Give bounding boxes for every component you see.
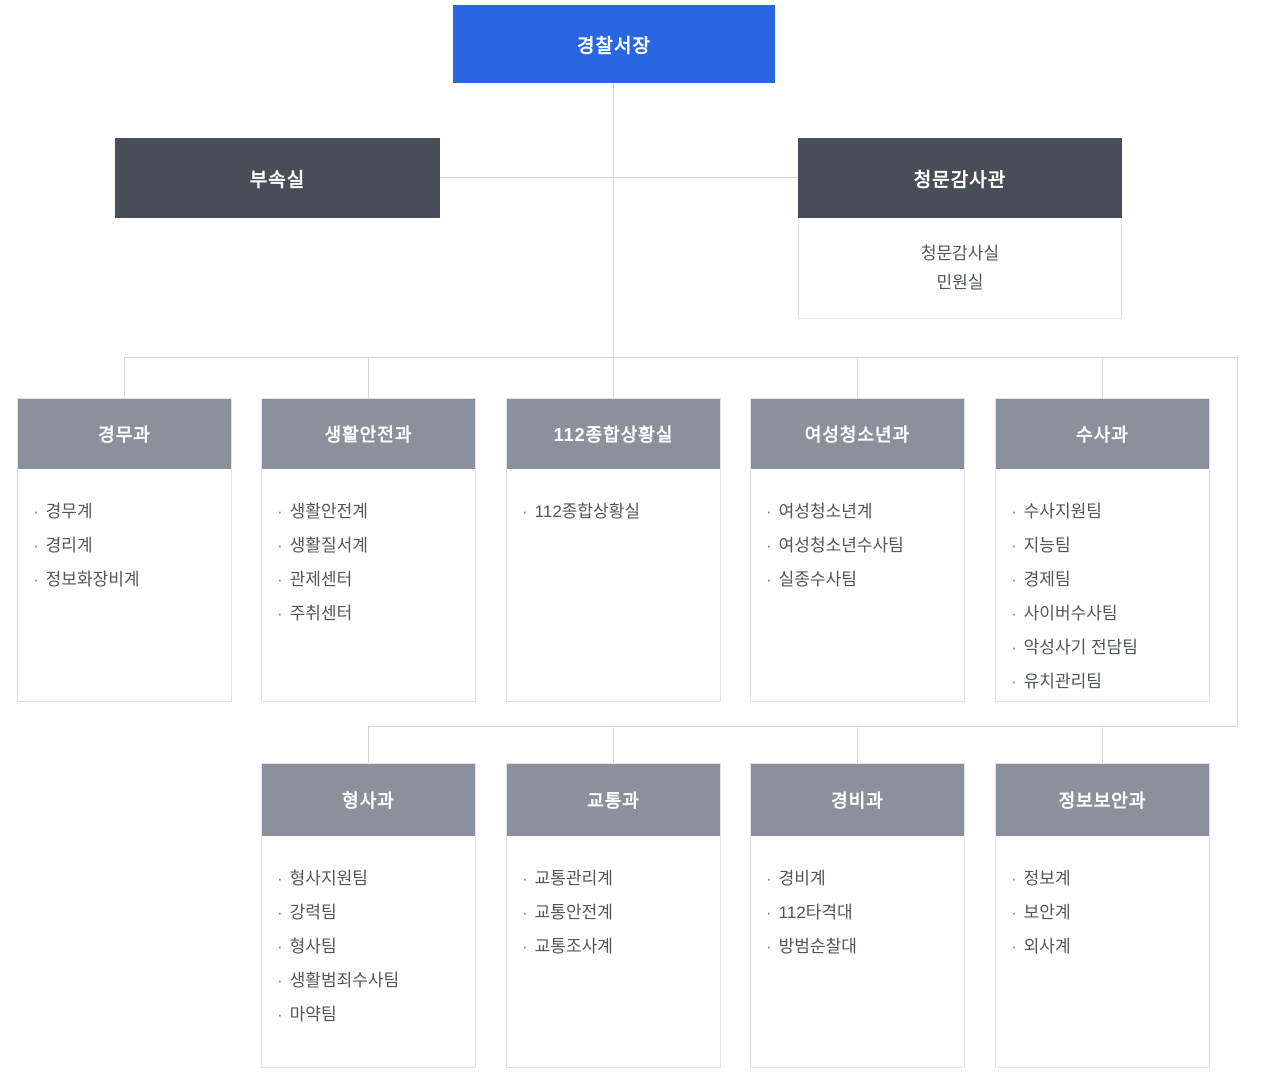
- dept-item: 외사계: [1011, 930, 1201, 964]
- connector-line: [857, 357, 858, 398]
- dept-box-life-safety: 생활안전과 생활안전계 생활질서계 관제센터 주취센터: [261, 398, 476, 702]
- dept-box-112-situation-room: 112종합상황실 112종합상황실: [506, 398, 721, 702]
- dept-item: 유치관리팀: [1011, 665, 1201, 699]
- dept-box-investigation: 수사과 수사지원팀 지능팀 경제팀 사이버수사팀 악성사기 전담팀 유치관리팀: [995, 398, 1210, 702]
- dept-box-security-guard: 경비과 경비계 112타격대 방범순찰대: [750, 763, 965, 1068]
- connector-line: [613, 726, 614, 763]
- dept-label: 수사과: [1076, 425, 1129, 445]
- dept-item: 112종합상황실: [522, 495, 712, 529]
- connector-line: [440, 177, 798, 178]
- dept-item: 경무계: [33, 495, 223, 529]
- connector-line: [368, 726, 1238, 727]
- dept-item: 교통관리계: [522, 862, 712, 896]
- dept-item-list: 112종합상황실: [507, 469, 720, 529]
- dept-label: 경무과: [98, 425, 151, 445]
- connector-line: [1102, 357, 1103, 398]
- dept-item: 사이버수사팀: [1011, 597, 1201, 631]
- dept-item: 수사지원팀: [1011, 495, 1201, 529]
- dept-item: 경리계: [33, 529, 223, 563]
- dept-header: 정보보안과: [996, 764, 1209, 836]
- dept-item: 관제센터: [277, 563, 467, 597]
- chief-box: 경찰서장: [453, 5, 775, 83]
- connector-line: [124, 357, 125, 398]
- dept-label: 정보보안과: [1058, 791, 1147, 811]
- dept-header: 112종합상황실: [507, 399, 720, 469]
- audit-box: 청문감사관 청문감사실 민원실: [798, 138, 1122, 319]
- dept-item: 생활안전계: [277, 495, 467, 529]
- connector-line: [124, 357, 1238, 358]
- connector-line: [1237, 357, 1238, 727]
- connector-line: [368, 357, 369, 398]
- dept-item: 112타격대: [766, 896, 956, 930]
- dept-header: 교통과: [507, 764, 720, 836]
- dept-item: 정보계: [1011, 862, 1201, 896]
- audit-sub-item: 청문감사실: [920, 244, 1000, 263]
- dept-item: 강력팀: [277, 896, 467, 930]
- dept-label: 생활안전과: [324, 425, 413, 445]
- dept-item: 실종수사팀: [766, 563, 956, 597]
- dept-item-list: 형사지원팀 강력팀 형사팀 생활범죄수사팀 마약팀: [262, 836, 475, 1032]
- dept-box-administration: 경무과 경무계 경리계 정보화장비계: [17, 398, 232, 702]
- dept-item: 방범순찰대: [766, 930, 956, 964]
- dept-item-list: 경무계 경리계 정보화장비계: [18, 469, 231, 597]
- dept-header: 형사과: [262, 764, 475, 836]
- annex-label: 부속실: [249, 169, 306, 191]
- dept-header: 생활안전과: [262, 399, 475, 469]
- dept-label: 형사과: [342, 791, 395, 811]
- audit-header: 청문감사관: [798, 138, 1122, 218]
- dept-item: 보안계: [1011, 896, 1201, 930]
- dept-box-women-youth: 여성청소년과 여성청소년계 여성청소년수사팀 실종수사팀: [750, 398, 965, 702]
- dept-label: 여성청소년과: [804, 425, 911, 445]
- dept-item-list: 생활안전계 생활질서계 관제센터 주취센터: [262, 469, 475, 631]
- dept-header: 경비과: [751, 764, 964, 836]
- dept-header: 경무과: [18, 399, 231, 469]
- dept-item: 경제팀: [1011, 563, 1201, 597]
- dept-item: 교통조사계: [522, 930, 712, 964]
- dept-item: 여성청소년수사팀: [766, 529, 956, 563]
- dept-item: 생활질서계: [277, 529, 467, 563]
- dept-item: 마약팀: [277, 998, 467, 1032]
- connector-line: [368, 726, 369, 763]
- dept-item-list: 정보계 보안계 외사계: [996, 836, 1209, 964]
- dept-item: 생활범죄수사팀: [277, 964, 467, 998]
- dept-item-list: 경비계 112타격대 방범순찰대: [751, 836, 964, 964]
- dept-item: 경비계: [766, 862, 956, 896]
- dept-item: 여성청소년계: [766, 495, 956, 529]
- audit-label: 청문감사관: [913, 169, 1007, 191]
- dept-label: 경비과: [831, 791, 884, 811]
- dept-item: 교통안전계: [522, 896, 712, 930]
- dept-item-list: 교통관리계 교통안전계 교통조사계: [507, 836, 720, 964]
- dept-item: 형사팀: [277, 930, 467, 964]
- audit-sub-item: 민원실: [936, 273, 984, 292]
- dept-item: 주취센터: [277, 597, 467, 631]
- dept-item: 지능팀: [1011, 529, 1201, 563]
- connector-line: [857, 726, 858, 763]
- dept-item: 형사지원팀: [277, 862, 467, 896]
- connector-line: [613, 357, 614, 398]
- audit-sub-list: 청문감사실 민원실: [798, 218, 1122, 319]
- dept-header: 수사과: [996, 399, 1209, 469]
- dept-box-criminal-affairs: 형사과 형사지원팀 강력팀 형사팀 생활범죄수사팀 마약팀: [261, 763, 476, 1068]
- dept-label: 교통과: [587, 791, 640, 811]
- dept-item-list: 여성청소년계 여성청소년수사팀 실종수사팀: [751, 469, 964, 597]
- dept-item-list: 수사지원팀 지능팀 경제팀 사이버수사팀 악성사기 전담팀 유치관리팀: [996, 469, 1209, 699]
- dept-label: 112종합상황실: [553, 425, 674, 445]
- connector-line: [1102, 726, 1103, 763]
- dept-box-intelligence-security: 정보보안과 정보계 보안계 외사계: [995, 763, 1210, 1068]
- dept-header: 여성청소년과: [751, 399, 964, 469]
- dept-box-traffic: 교통과 교통관리계 교통안전계 교통조사계: [506, 763, 721, 1068]
- chief-label: 경찰서장: [577, 35, 651, 57]
- dept-item: 정보화장비계: [33, 563, 223, 597]
- annex-box: 부속실: [115, 138, 440, 218]
- dept-item: 악성사기 전담팀: [1011, 631, 1201, 665]
- connector-line: [613, 83, 614, 358]
